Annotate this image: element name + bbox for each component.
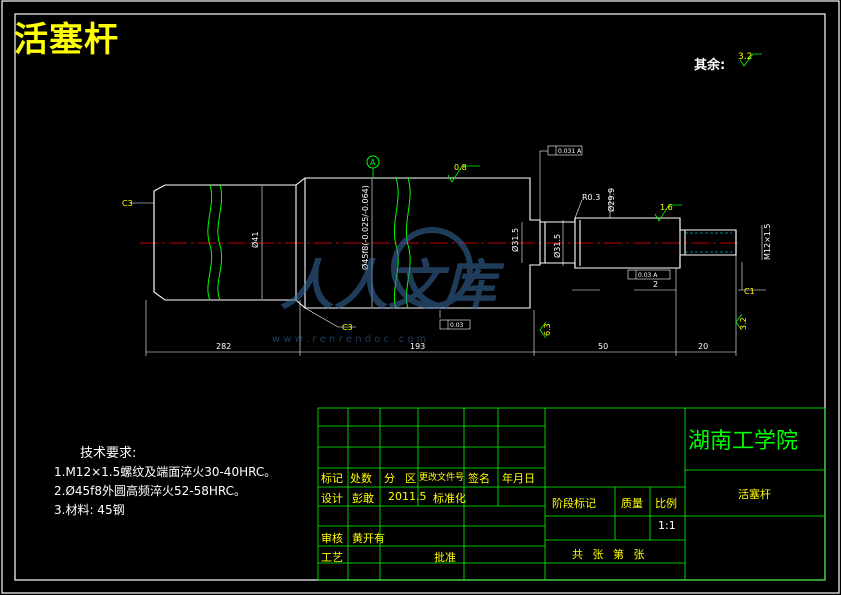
tech-heading: 技术要求: — [80, 446, 137, 461]
design-label: 设计 — [321, 492, 343, 505]
break-lines — [207, 177, 411, 309]
length-4-label: 20 — [698, 342, 708, 351]
date-label: 年月日 — [502, 472, 535, 485]
chamfer-left-label: C3 — [122, 199, 133, 208]
roughness-side-label: 3.2 — [739, 317, 748, 330]
length-5-label: 2 — [653, 280, 658, 289]
zone-label-2: 区 — [405, 472, 416, 485]
tech-item: 1.M12×1.5螺纹及端面淬火30-40HRC。 — [54, 465, 277, 479]
length-3-label: 50 — [598, 342, 608, 351]
review-label: 审核 — [321, 532, 343, 545]
zone-label-1: 分 — [384, 472, 395, 485]
mark-label: 标记 — [321, 472, 343, 485]
roughness-symbols — [447, 53, 762, 339]
title-block-grid — [317, 407, 826, 581]
scale-value: 1:1 — [658, 519, 676, 532]
dia-groove-label: Ø29.9 — [606, 188, 616, 212]
scale-label: 比例 — [655, 497, 677, 510]
length-2-label: 193 — [410, 342, 425, 351]
watermark-text: 人人文库 — [280, 254, 505, 317]
dia-main-label: Ø45f8(-0.025/-0.064) — [360, 185, 370, 270]
dimension-lines — [131, 150, 766, 356]
chamfer-mid-label: C3 — [342, 323, 353, 332]
design-date: 2011.5 — [388, 490, 427, 503]
dia-neck-label: Ø31.5 — [510, 228, 520, 252]
tolerance-frames — [439, 145, 671, 330]
part-name: 活塞杆 — [738, 488, 771, 501]
sheets-label: 共 张 第 张 — [572, 548, 648, 561]
change-doc-label: 更改文件号 — [419, 473, 465, 483]
sign-label: 签名 — [468, 472, 490, 485]
datum-label: A — [370, 158, 376, 167]
process-label: 工艺 — [321, 551, 343, 564]
approve-label: 批准 — [434, 551, 456, 564]
watermark-url: w w w . r e n r e n d o c . c o m — [272, 334, 426, 345]
roughness-right-label: 1.6 — [660, 203, 673, 212]
tolerance-mid-label: 0.03 A — [638, 272, 658, 279]
watermark-logo: 人人文库 w w w . r e n r e n d o c . c o m — [272, 227, 505, 345]
stage-label: 阶段标记 — [552, 497, 596, 510]
tolerance-top-label: 0.031 A — [558, 148, 582, 155]
drawing-title: 活塞杆 — [14, 20, 119, 60]
count-label: 处数 — [350, 472, 372, 485]
mass-label: 质量 — [621, 497, 643, 510]
groove-r-label: R0.3 — [582, 193, 600, 202]
thread-label: M12×1.5 — [763, 223, 772, 260]
roughness-bottom-label: 6.3 — [543, 323, 552, 336]
standardize-label: 标准化 — [433, 492, 466, 505]
school-name: 湖南工学院 — [688, 429, 799, 454]
length-1-label: 282 — [216, 342, 231, 351]
tech-requirements: 技术要求: 1.M12×1.5螺纹及端面淬火30-40HRC。 2.Ø45f8外… — [54, 444, 276, 520]
roughness-main-label: 0.8 — [454, 163, 467, 172]
dia-left-label: Ø41 — [250, 232, 260, 248]
tech-item: 2.Ø45f8外圆高频淬火52-58HRC。 — [54, 484, 247, 498]
chamfer-right-label: C1 — [744, 287, 755, 296]
reviewer-name: 黄开有 — [352, 532, 385, 545]
rest-roughness-value: 3.2 — [738, 52, 753, 62]
rest-roughness-label: 其余: — [694, 58, 726, 73]
designer-name: 彭敢 — [352, 492, 374, 505]
part-outline — [153, 177, 737, 309]
tech-item: 3.材料: 45钢 — [54, 503, 125, 517]
tolerance-bottom-label: 0.03 — [450, 322, 464, 329]
dia-step-label: Ø31.5 — [552, 234, 562, 258]
